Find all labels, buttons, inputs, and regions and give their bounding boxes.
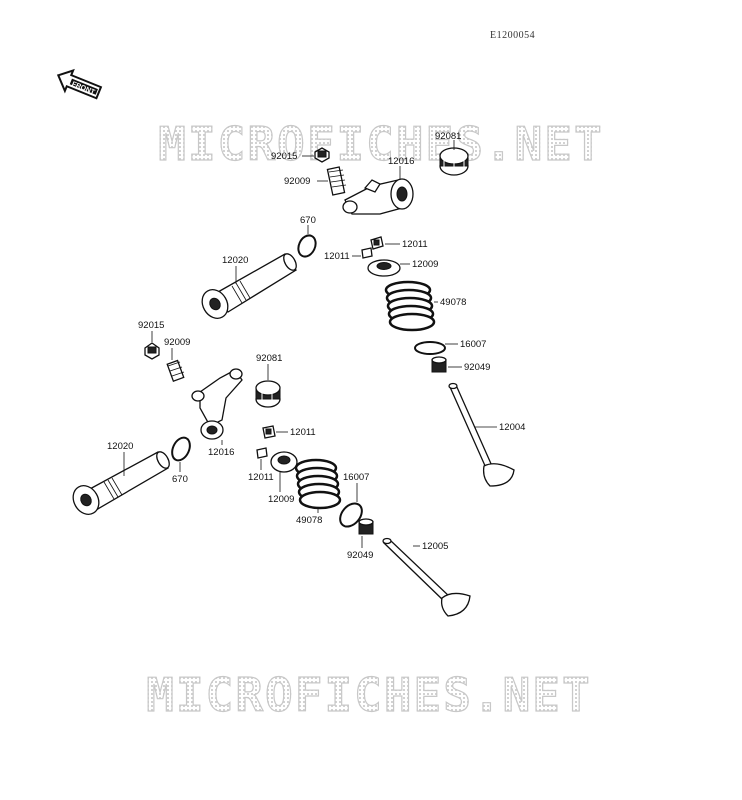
- oil-seal-92049-lower: [358, 518, 374, 535]
- adjust-screw-92009-upper: [326, 166, 347, 196]
- label-92009-lower: 92009: [164, 337, 190, 348]
- rocker-shaft-12020-lower: [72, 451, 170, 515]
- label-12016-upper: 12016: [388, 156, 414, 167]
- diagram-reference-code: E1200054: [490, 30, 536, 41]
- label-670-lower: 670: [172, 474, 188, 485]
- label-92015-lower: 92015: [138, 320, 164, 331]
- spring-retainer-12009-upper: [367, 259, 401, 277]
- label-92009-upper: 92009: [284, 176, 310, 187]
- label-49078-lower: 49078: [296, 515, 322, 526]
- label-16007-upper: 16007: [460, 339, 486, 350]
- nut-92015-upper: [314, 147, 330, 163]
- cotter-12011-lower: [256, 425, 276, 459]
- valve-spring-49078-upper: [384, 280, 436, 332]
- label-16007-lower: 16007: [343, 472, 369, 483]
- label-12016-lower: 12016: [208, 447, 234, 458]
- o-ring-670-lower: [171, 436, 191, 462]
- o-ring-670-upper: [297, 234, 317, 258]
- label-92015-upper: 92015: [271, 151, 297, 162]
- label-12011-lower-2: 12011: [248, 472, 274, 483]
- watermark-top: MICROFICHES.NET: [10, 116, 742, 171]
- rocker-shaft-12020-upper: [201, 253, 297, 319]
- label-12009-lower: 12009: [268, 494, 294, 505]
- valve-12005: [382, 537, 471, 617]
- label-92049-upper: 92049: [464, 362, 490, 373]
- washer-16007-upper: [414, 341, 446, 355]
- oil-seal-92049-upper: [431, 356, 447, 373]
- valve-12004: [448, 382, 515, 487]
- label-12011-upper-1: 12011: [402, 239, 428, 250]
- valve-cap-92081-upper: [439, 147, 469, 176]
- label-49078-upper: 49078: [440, 297, 466, 308]
- label-92081-lower: 92081: [256, 353, 282, 364]
- label-12009-upper: 12009: [412, 259, 438, 270]
- washer-16007-lower: [339, 502, 363, 528]
- label-92049-lower: 92049: [347, 550, 373, 561]
- valve-cap-92081-lower: [255, 380, 281, 408]
- valve-spring-49078-lower: [294, 458, 342, 510]
- watermark-bottom: MICROFICHES.NET: [0, 667, 740, 722]
- label-12011-upper-2: 12011: [324, 251, 350, 262]
- label-12011-lower-1: 12011: [290, 427, 316, 438]
- label-12020-upper: 12020: [222, 255, 248, 266]
- label-670-upper: 670: [300, 215, 316, 226]
- label-12004: 12004: [499, 422, 525, 433]
- label-12020-lower: 12020: [107, 441, 133, 452]
- label-92081-upper: 92081: [435, 131, 461, 142]
- spring-retainer-12009-lower: [270, 451, 298, 473]
- front-arrow-icon: FRONT: [56, 68, 103, 100]
- rocker-arm-12016-upper: [342, 178, 414, 215]
- adjust-screw-92009-lower: [166, 359, 185, 383]
- nut-92015-lower: [144, 342, 160, 360]
- rocker-arm-12016-lower: [191, 368, 243, 440]
- cotter-12011-upper: [361, 236, 384, 259]
- label-12005: 12005: [422, 541, 448, 552]
